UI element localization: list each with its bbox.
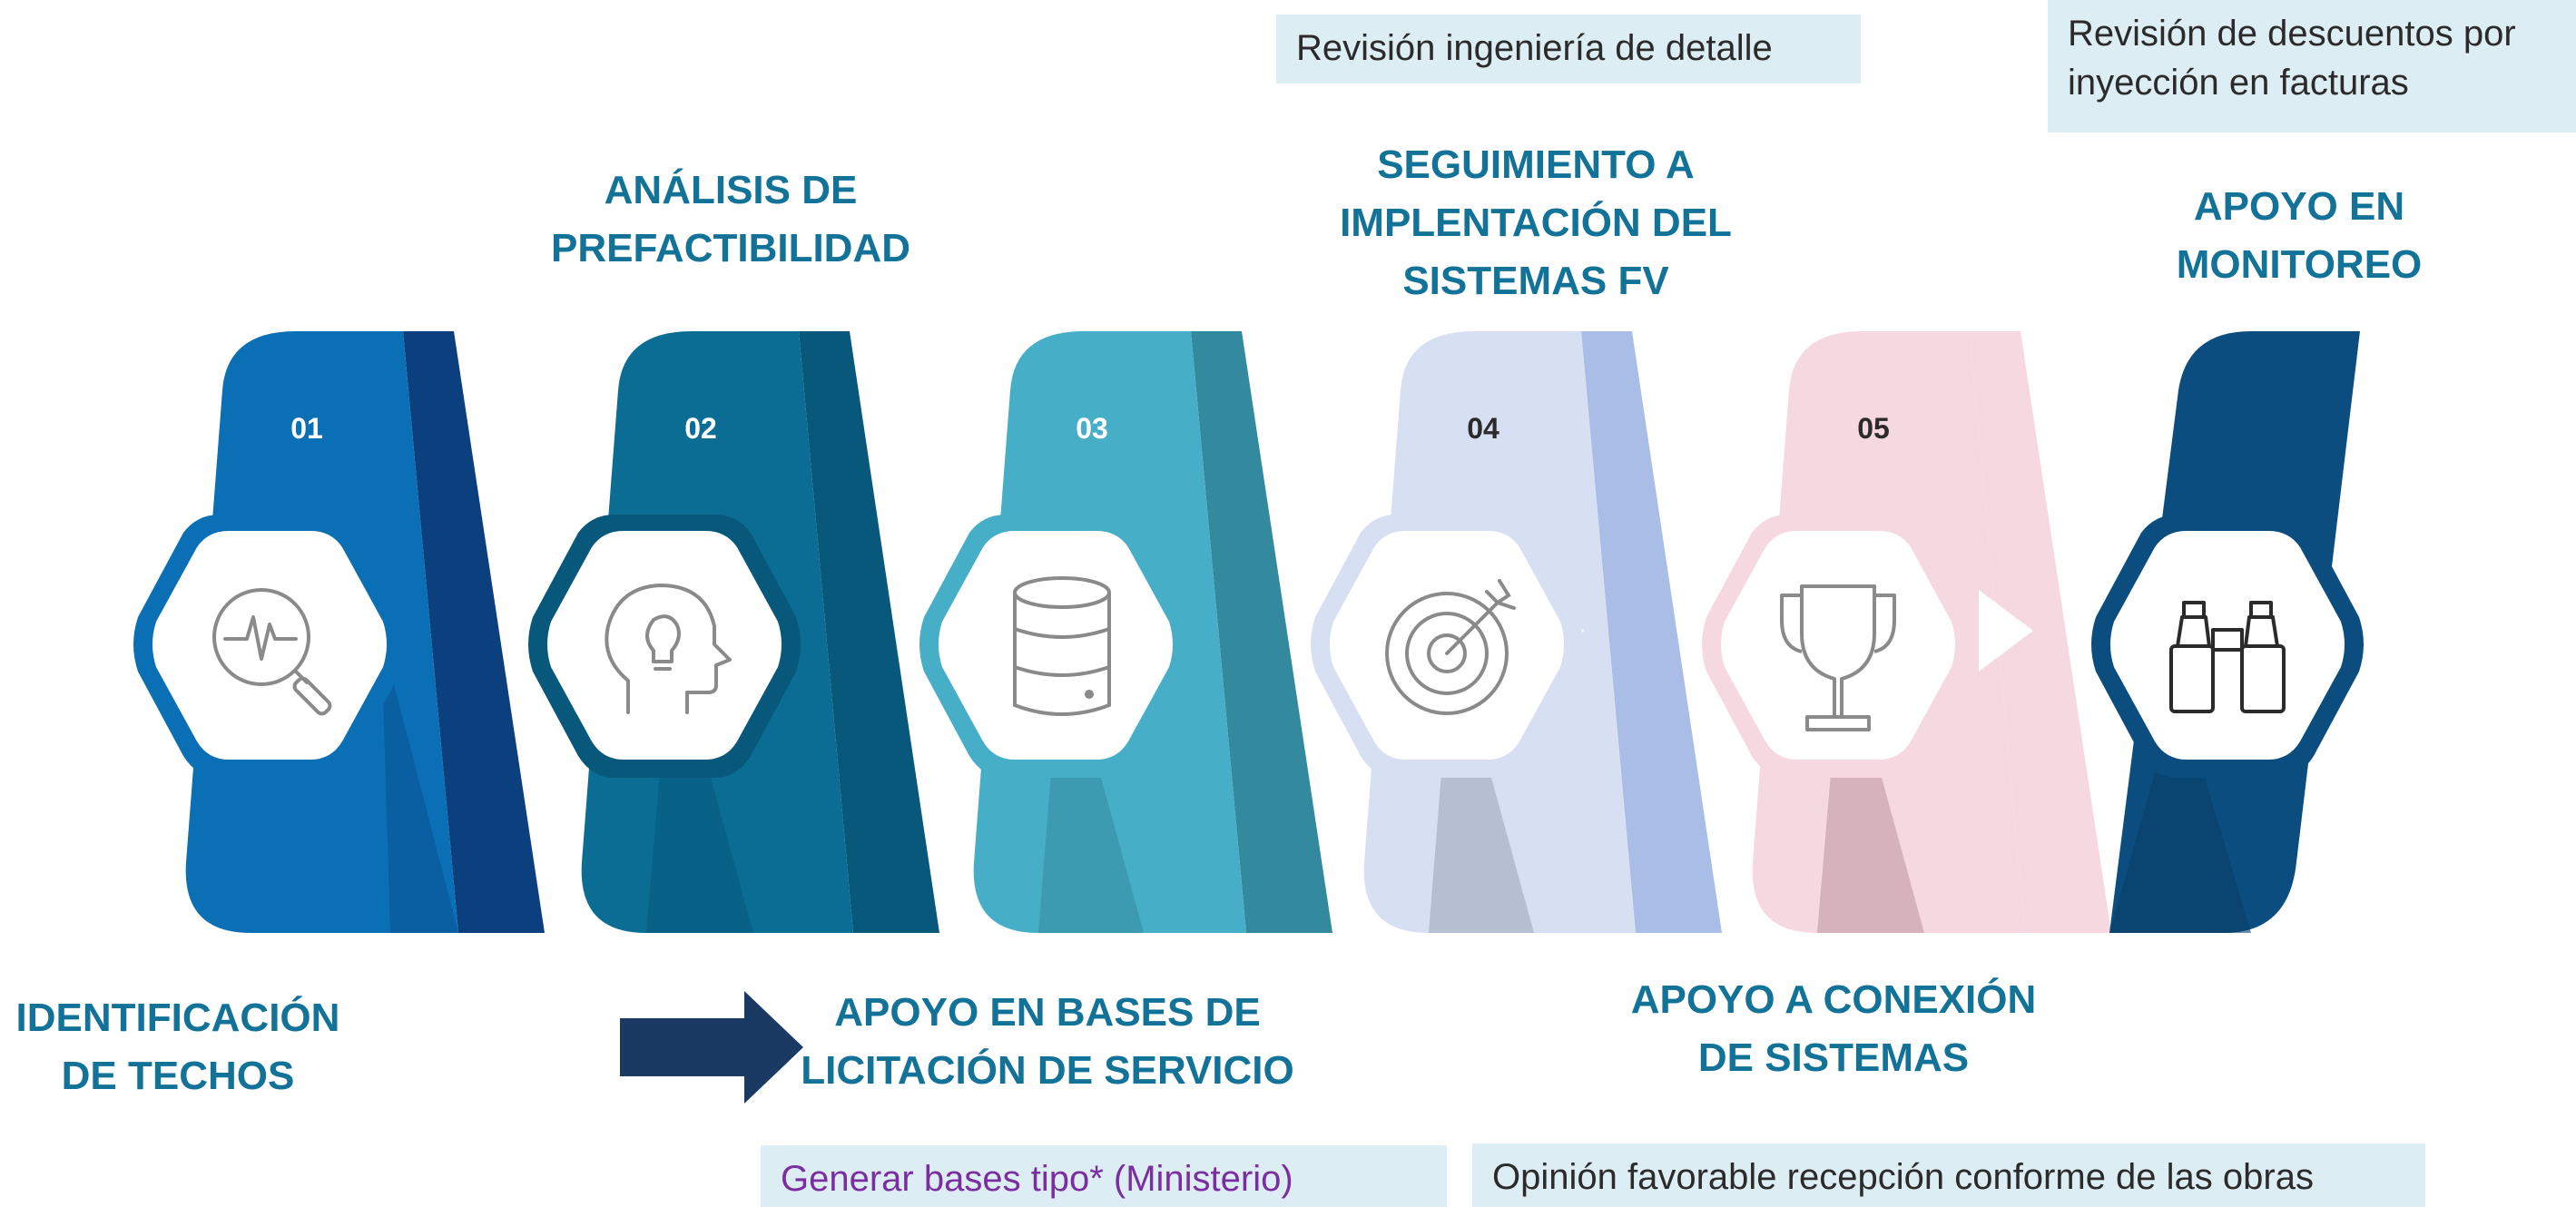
step-badge-3	[919, 515, 1192, 778]
title-apoyo-bases: APOYO EN BASES DE LICITACIÓN DE SERVICIO	[801, 990, 1294, 1093]
target-icon	[1385, 579, 1516, 715]
head-idea-icon	[605, 584, 732, 714]
title-conexion: APOYO A CONEXIÓN DE SISTEMAS	[1630, 977, 2037, 1080]
database-icon	[1013, 576, 1111, 716]
step-badge-5	[1702, 515, 1974, 778]
chart-search-icon	[212, 588, 332, 716]
note-ingenieria: Revisión ingeniería de detalle	[1276, 15, 1861, 83]
step-badge-4	[1311, 515, 1583, 778]
ribbon-2-3	[799, 331, 944, 933]
title-monitoreo: APOYO EN MONITOREO	[2176, 184, 2423, 287]
step-badge-1	[133, 515, 406, 778]
binoculars-icon	[2169, 601, 2286, 713]
step-number-2: 02	[684, 412, 717, 445]
step-number-3: 03	[1076, 412, 1108, 445]
title-seguimiento: SEGUIMIENTO A IMPLENTACIÓN DEL SISTEMAS …	[1340, 142, 1732, 303]
step-badge-2	[528, 515, 801, 778]
note-opinion: Opinión favorable recepción conforme de …	[1472, 1143, 2425, 1207]
title-analisis: ANÁLISIS DE PREFACTIBILIDAD	[551, 168, 910, 270]
note-descuentos: Revisión de descuentos por inyección en …	[2048, 0, 2576, 132]
step-number-1: 01	[290, 412, 323, 445]
trophy-icon	[1780, 584, 1896, 731]
ribbon-4-5	[1581, 331, 1726, 933]
step-number-5: 05	[1857, 412, 1890, 445]
title-identificacion: IDENTIFICACIÓN DE TECHOS	[15, 996, 340, 1098]
step-number-4: 04	[1467, 412, 1499, 445]
note-bases-tipo: Generar bases tipo* (Ministerio)	[761, 1145, 1447, 1207]
pointer-triangle-5	[1979, 590, 2033, 672]
ribbon-5-6	[1970, 331, 2116, 933]
ribbon-3-4	[1191, 331, 1337, 933]
step-badge-6	[2091, 515, 2364, 778]
flow-arrow	[620, 991, 803, 1104]
ribbon-1-2	[403, 331, 549, 933]
